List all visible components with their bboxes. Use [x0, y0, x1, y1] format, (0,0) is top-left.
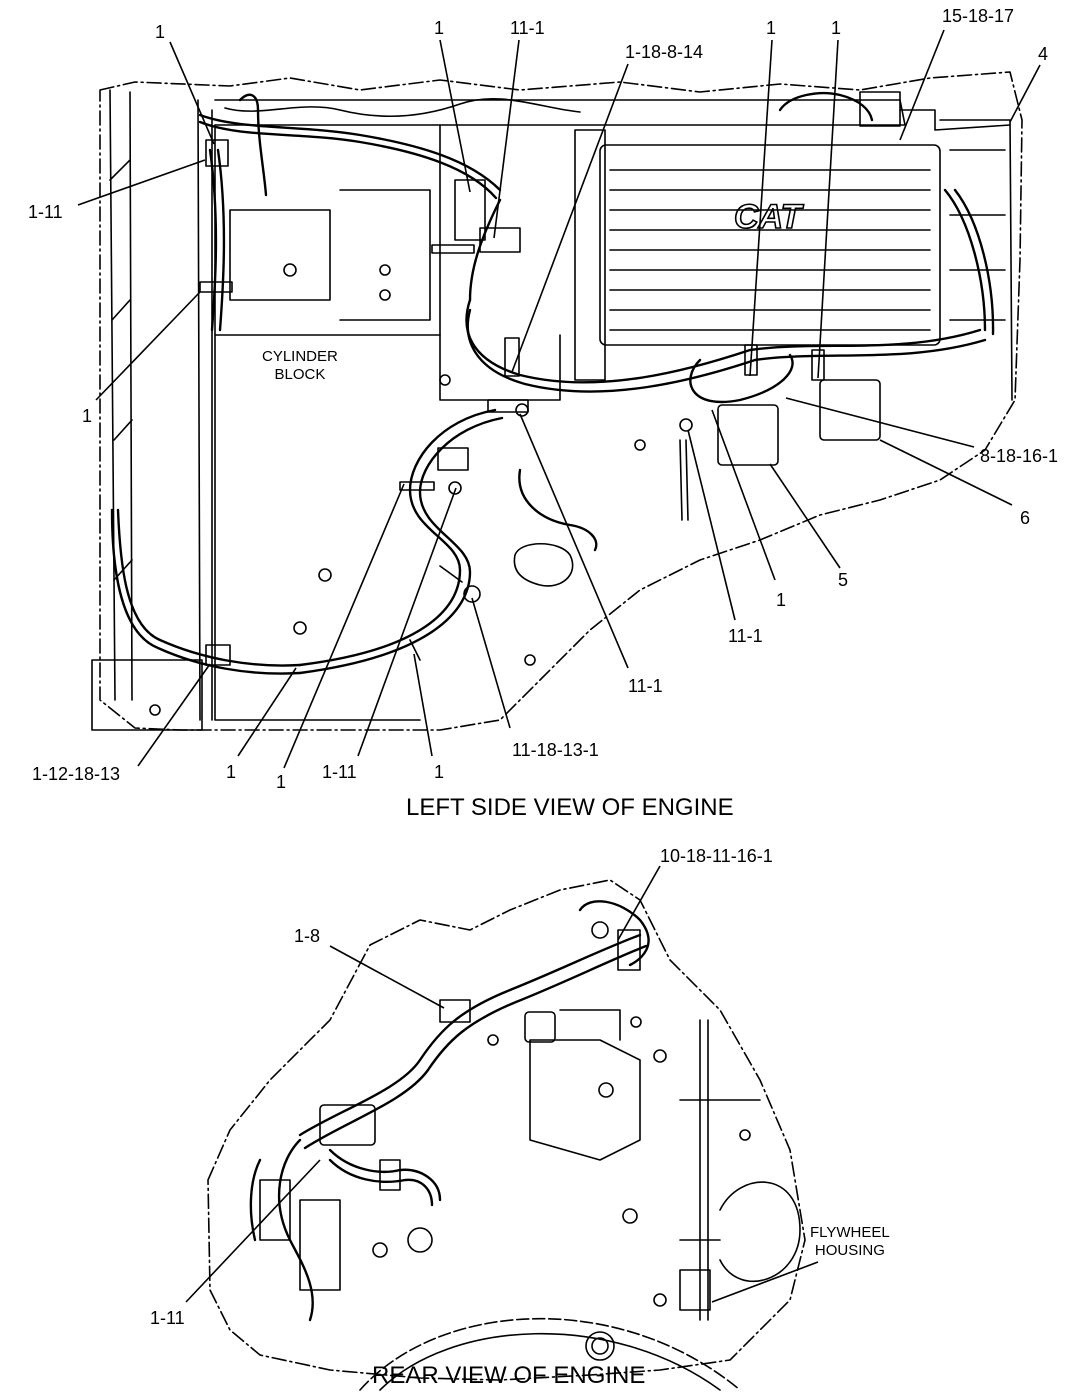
callout-11-18-13-1: 11-18-13-1	[512, 740, 599, 760]
callout-1-18-8-14: 1-18-8-14	[625, 42, 704, 62]
callout-1-top-right-a: 1	[766, 18, 777, 38]
callout-4: 4	[1038, 44, 1049, 64]
callout-1-top-center: 1	[434, 18, 445, 38]
callout-1-11-bottom: 1-11	[322, 762, 357, 782]
rear-view-caption: REAR VIEW OF ENGINE	[372, 1362, 646, 1389]
callout-1-top-left: 1	[155, 22, 166, 42]
callout-10-18-11-16-1: 10-18-11-16-1	[660, 846, 773, 866]
cylinder-block-label: CYLINDER BLOCK	[262, 348, 338, 383]
left-view-engine	[91, 71, 1023, 731]
callout-1-bottom-a: 1	[434, 762, 445, 782]
callout-1-left-mid: 1	[82, 406, 93, 426]
callout-1-11-rear: 1-11	[150, 1308, 185, 1328]
callout-11-1-right: 11-1	[728, 626, 763, 646]
callout-1-bottom-b: 1	[276, 772, 287, 792]
flywheel-housing-label: FLYWHEEL HOUSING	[810, 1224, 890, 1259]
callout-1-bottom-c: 1	[226, 762, 237, 782]
rear-view-engine	[207, 879, 806, 1391]
callout-1-12-18-13: 1-12-18-13	[32, 764, 121, 784]
callout-1-8: 1-8	[294, 926, 321, 946]
callout-1-top-right-b: 1	[831, 18, 842, 38]
callout-8-18-16-1: 8-18-16-1	[980, 446, 1059, 466]
callout-6: 6	[1020, 508, 1031, 528]
callout-11-1-top: 11-1	[510, 18, 545, 38]
leader-lines	[77, 29, 1041, 1303]
callout-1-right-lower: 1	[776, 590, 787, 610]
cat-logo: CAT	[734, 198, 805, 236]
left-view-caption: LEFT SIDE VIEW OF ENGINE	[406, 794, 734, 821]
callout-15-18-17: 15-18-17	[942, 6, 1015, 26]
callout-1-11-left: 1-11	[28, 202, 63, 222]
callout-11-1-center: 11-1	[628, 676, 663, 696]
callout-5: 5	[838, 570, 849, 590]
